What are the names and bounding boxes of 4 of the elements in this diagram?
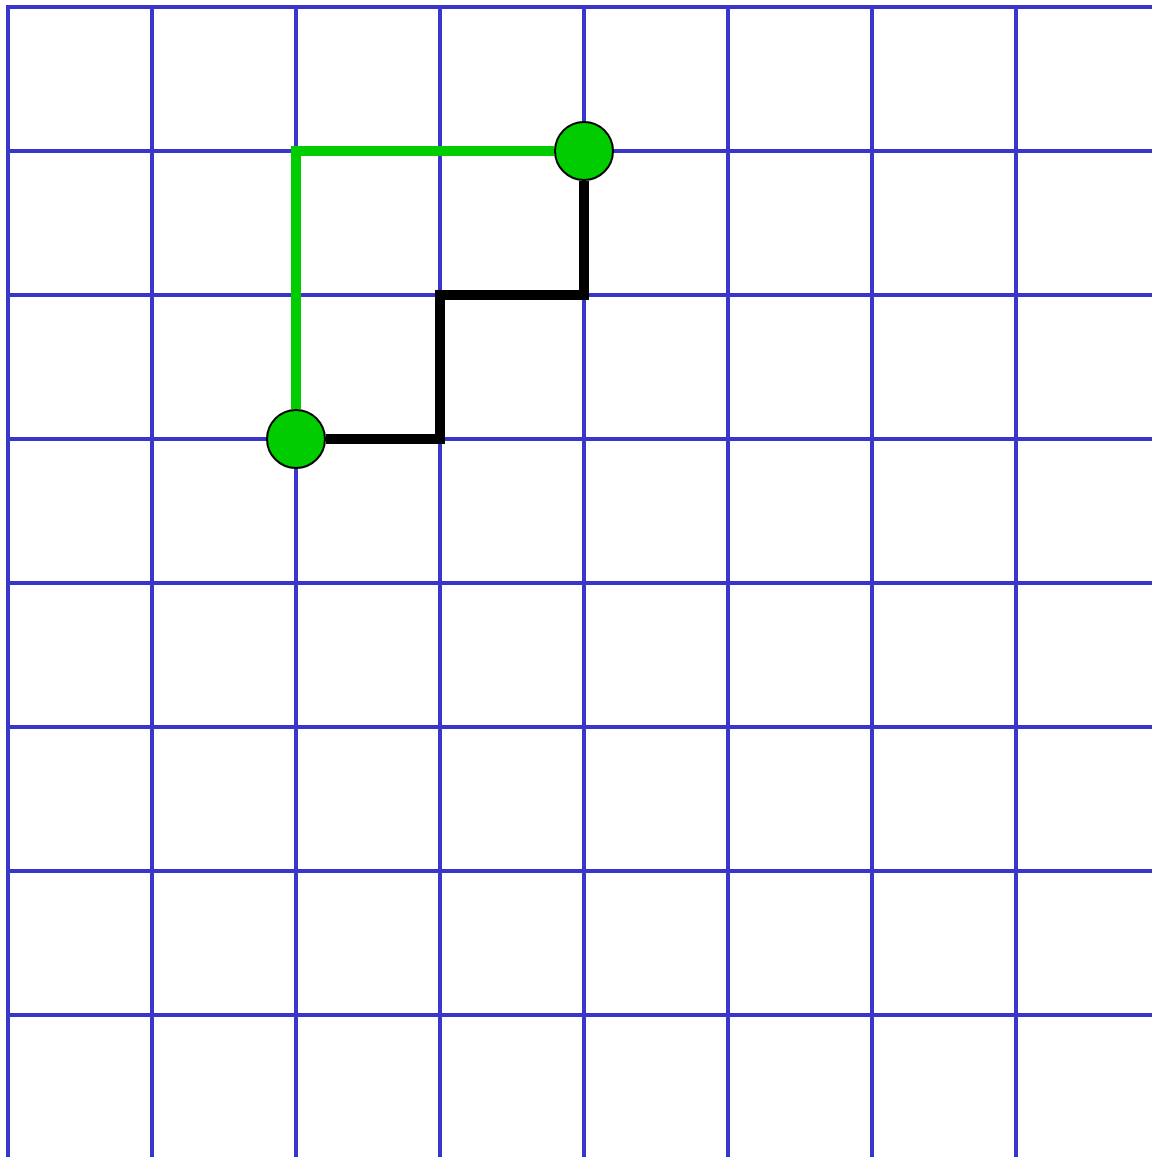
path-line xyxy=(326,181,589,444)
endpoint-dot xyxy=(554,121,614,181)
path-line xyxy=(291,146,554,409)
endpoint-dot xyxy=(266,409,326,469)
